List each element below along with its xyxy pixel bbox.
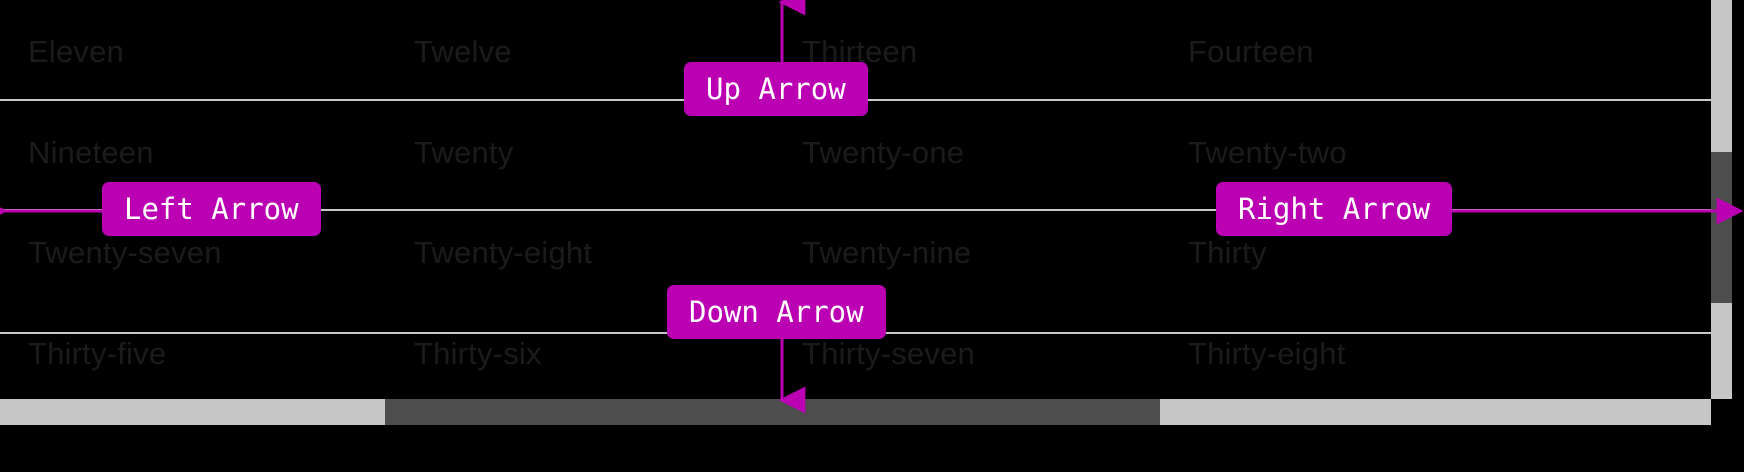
horizontal-scrollbar-thumb[interactable] <box>385 399 1160 425</box>
table-cell: Twelve <box>414 34 512 69</box>
right-gutter <box>1732 0 1744 472</box>
table-row[interactable]: Nineteen Twenty Twenty-one Twenty-two <box>0 101 1711 211</box>
table-cell: Twenty-one <box>802 135 965 170</box>
table-row[interactable]: Eleven Twelve Thirteen Fourteen <box>0 0 1711 100</box>
horizontal-scrollbar[interactable] <box>0 399 1711 425</box>
table-cell: Fourteen <box>1188 34 1314 69</box>
table-cell: Twenty-eight <box>414 235 593 270</box>
table-cell: Thirty-seven <box>802 336 975 371</box>
table-cell: Nineteen <box>28 135 154 170</box>
table-cell: Thirty <box>1188 235 1267 270</box>
data-grid[interactable]: Eleven Twelve Thirteen Fourteen Nineteen… <box>0 0 1711 399</box>
table-cell: Twenty-nine <box>802 235 972 270</box>
table-row[interactable]: Thirty-five Thirty-six Thirty-seven Thir… <box>0 334 1711 399</box>
table-cell: Eleven <box>28 34 124 69</box>
vertical-scrollbar-thumb[interactable] <box>1711 152 1732 303</box>
bottom-gutter <box>0 425 1744 472</box>
table-cell: Thirty-five <box>28 336 167 371</box>
vertical-scrollbar[interactable] <box>1711 0 1732 399</box>
table-cell: Thirteen <box>802 34 918 69</box>
table-cell: Thirty-eight <box>1188 336 1346 371</box>
table-cell: Twenty <box>414 135 514 170</box>
table-row[interactable]: Twenty-seven Twenty-eight Twenty-nine Th… <box>0 211 1711 333</box>
table-cell: Twenty-seven <box>28 235 222 270</box>
row-separator <box>0 209 1711 211</box>
scrollbar-corner <box>1711 399 1732 425</box>
table-cell: Thirty-six <box>414 336 542 371</box>
table-cell: Twenty-two <box>1188 135 1347 170</box>
